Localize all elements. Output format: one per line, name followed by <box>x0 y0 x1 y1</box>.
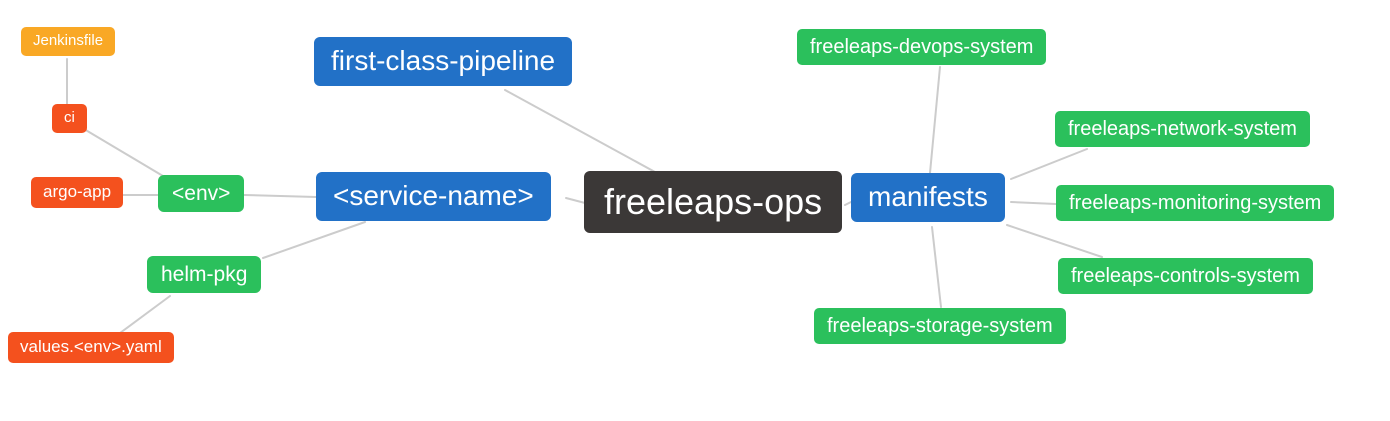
edge-servicename-ops <box>565 197 586 204</box>
edge-pipeline-ops <box>504 89 656 173</box>
node-jenkinsfile[interactable]: Jenkinsfile <box>21 27 116 56</box>
node-devops-system[interactable]: freeleaps-devops-system <box>797 29 1047 65</box>
edge-servicename-helmpkg <box>262 221 366 259</box>
edge-manifests-controls <box>1006 224 1103 258</box>
node-freeleaps-ops[interactable]: freeleaps-ops <box>584 171 843 233</box>
edge-ci-env <box>83 128 169 180</box>
node-ci[interactable]: ci <box>52 104 87 133</box>
node-network-system[interactable]: freeleaps-network-system <box>1055 111 1310 147</box>
node-manifests[interactable]: manifests <box>851 173 1005 222</box>
node-env[interactable]: <env> <box>158 175 245 213</box>
edge-helmpkg-values <box>119 295 171 334</box>
edge-manifests-devops <box>929 66 941 174</box>
node-service-name[interactable]: <service-name> <box>316 172 551 221</box>
node-argo-app[interactable]: argo-app <box>31 177 124 208</box>
edge-manifests-network <box>1010 148 1088 180</box>
node-values-env-yaml[interactable]: values.<env>.yaml <box>8 332 174 363</box>
node-helm-pkg[interactable]: helm-pkg <box>147 256 262 294</box>
node-first-class-pipeline[interactable]: first-class-pipeline <box>314 37 573 86</box>
edge-env-servicename <box>243 194 317 198</box>
edge-manifests-monitoring <box>1010 201 1057 205</box>
node-controls-system[interactable]: freeleaps-controls-system <box>1058 258 1313 294</box>
node-storage-system[interactable]: freeleaps-storage-system <box>814 308 1066 344</box>
edge-manifests-storage <box>931 226 942 308</box>
node-monitoring-system[interactable]: freeleaps-monitoring-system <box>1056 185 1335 221</box>
